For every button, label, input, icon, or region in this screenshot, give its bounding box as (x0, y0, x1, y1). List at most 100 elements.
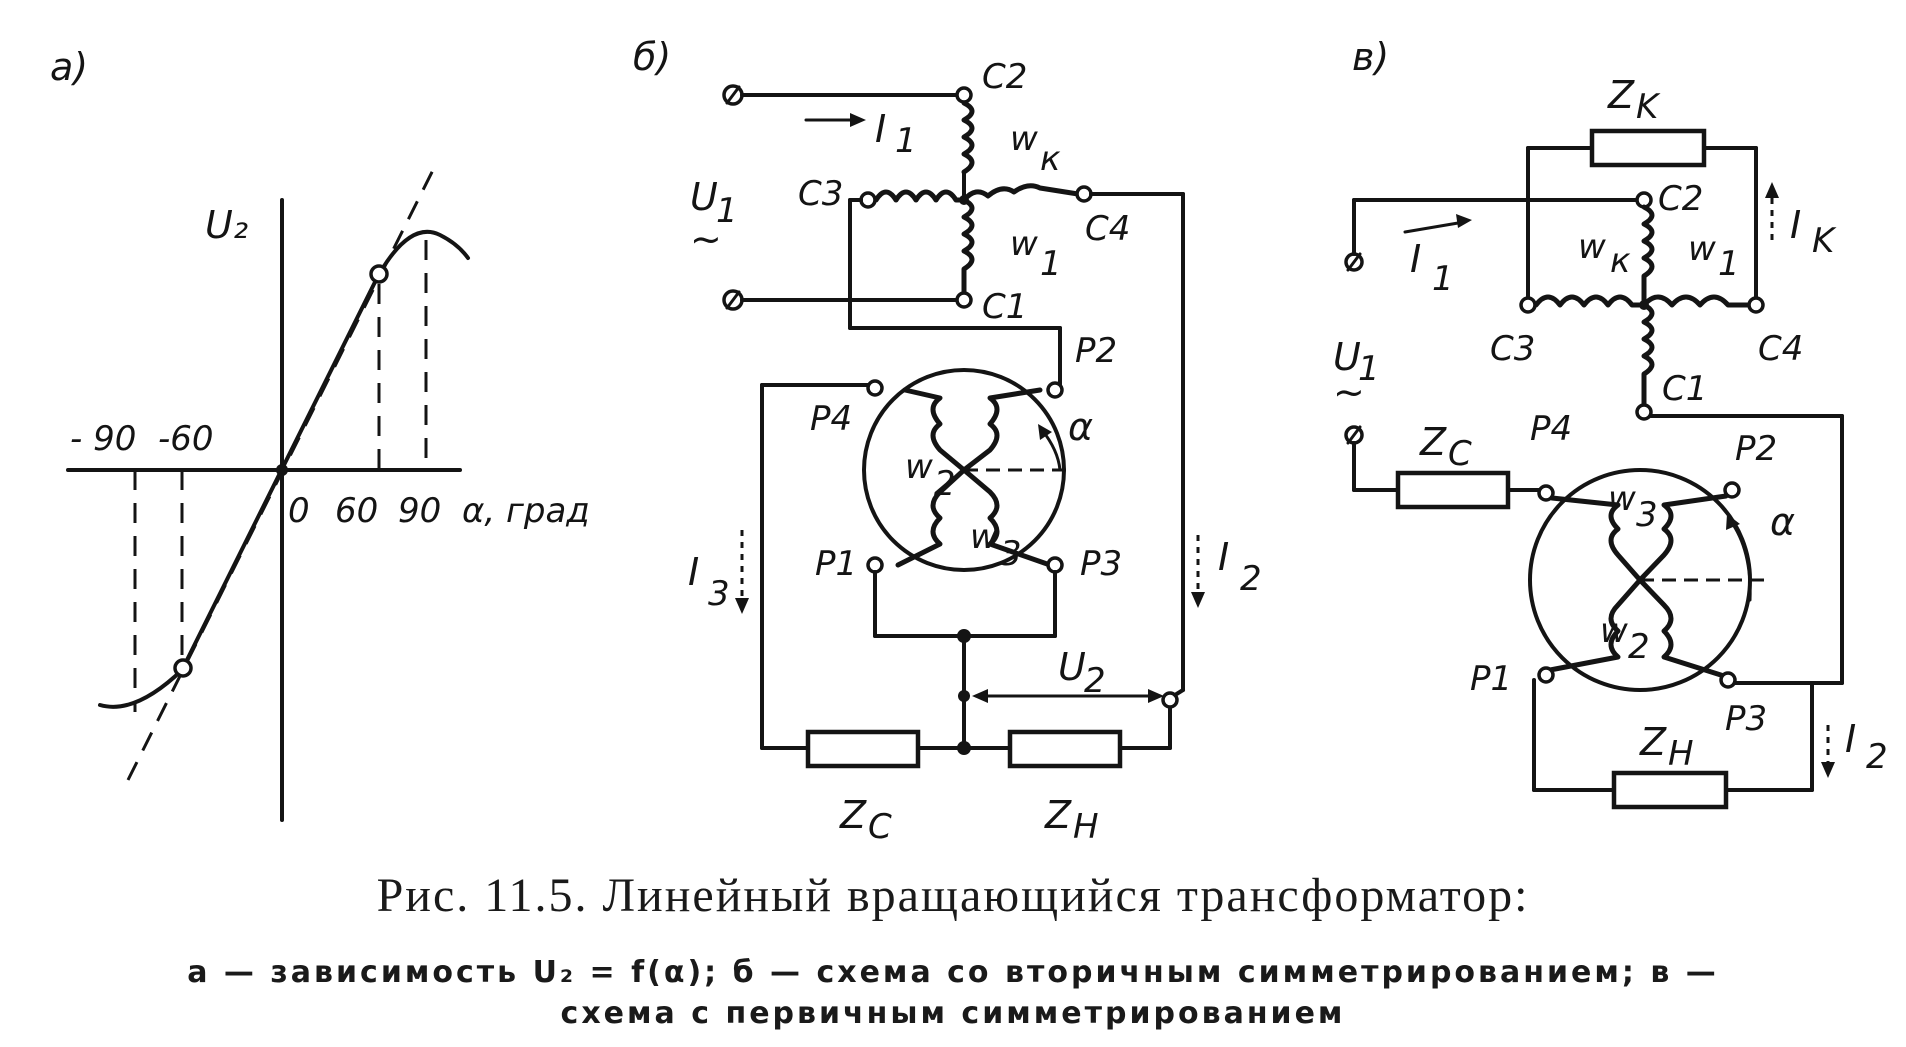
rotor-coil-p3 (961, 467, 1053, 568)
svg-text:P4: P4 (1530, 409, 1572, 449)
panel-b-circuit: б) I 1 U 1 ~ C2 w к C 3 C4 w (633, 35, 1262, 847)
svg-text:к: к (1040, 139, 1061, 179)
v-terminal-p2 (1723, 481, 1741, 499)
svg-text:2: 2 (1628, 627, 1650, 667)
svg-text:~: ~ (690, 217, 722, 261)
figure-caption-line2: схема с первичным симметрированием (560, 996, 1346, 1031)
svg-text:w: w (1578, 227, 1606, 267)
v-rotor-coil-p2 (1637, 493, 1729, 583)
svg-text:U: U (1333, 335, 1361, 379)
coil-w1 (961, 197, 975, 295)
v-coil-w1 (1641, 294, 1751, 308)
svg-text:1: 1 (1718, 244, 1740, 284)
svg-text:I: I (1218, 535, 1229, 579)
svg-text:P4: P4 (810, 399, 852, 439)
svg-text:K: K (1636, 87, 1661, 127)
svg-text:I: I (1845, 717, 1856, 761)
svg-text:C: C (1448, 434, 1472, 474)
svg-text:I: I (1790, 203, 1801, 247)
v-rotor-coil-p3 (1637, 577, 1727, 679)
svg-text:2: 2 (1240, 559, 1262, 599)
tick-minus-60: -60 (158, 419, 214, 459)
svg-text:P2: P2 (1735, 429, 1777, 469)
svg-text:C: C (868, 807, 892, 847)
coil-wk-right (961, 183, 1081, 203)
terminal-p3 (1046, 556, 1064, 574)
svg-text:w: w (1010, 119, 1038, 159)
resistor-zc (805, 729, 921, 769)
terminal-p1 (866, 556, 884, 574)
panel-b-label: б) (633, 35, 671, 79)
svg-text:3: 3 (1636, 495, 1658, 535)
svg-text:1: 1 (895, 121, 917, 161)
svg-text:~: ~ (1333, 370, 1365, 414)
svg-text:I: I (688, 550, 699, 594)
u2-curve (98, 229, 470, 709)
coil-wk (961, 100, 975, 175)
svg-text:C1: C1 (982, 287, 1027, 327)
panel-v-circuit: в) Z K C2 I 1 I K w к w (1333, 35, 1888, 810)
svg-text:P3: P3 (1725, 699, 1767, 739)
svg-text:P2: P2 (1075, 331, 1117, 371)
tick-60: 60 (335, 491, 378, 531)
v-resistor-zc (1395, 470, 1511, 510)
tick-90: 90 (398, 491, 441, 531)
v-terminal-p4 (1537, 484, 1555, 502)
svg-text:H: H (1668, 734, 1694, 774)
output-terminal (1161, 691, 1179, 709)
svg-text:C2: C2 (982, 57, 1027, 97)
panel-a-label: а) (50, 45, 88, 89)
svg-text:Z: Z (1044, 793, 1072, 837)
terminal-p4 (866, 379, 884, 397)
svg-text:α: α (1068, 405, 1093, 449)
svg-text:2: 2 (1084, 661, 1106, 701)
v-coil-c1 (1641, 302, 1655, 408)
coil-w1-left (873, 189, 967, 203)
svg-text:C4: C4 (1085, 209, 1130, 249)
svg-text:1: 1 (1432, 259, 1454, 299)
svg-text:Z: Z (839, 793, 867, 837)
svg-text:C2: C2 (1658, 179, 1703, 219)
svg-text:w: w (905, 447, 933, 487)
v-coil-wk (1641, 204, 1655, 308)
v-terminal-c4 (1747, 296, 1765, 314)
v-terminal-p1 (1537, 666, 1555, 684)
svg-text:α: α (1770, 500, 1795, 544)
terminal-p2 (1046, 381, 1064, 399)
svg-text:1: 1 (1358, 349, 1380, 389)
v-coil-left (1533, 294, 1647, 308)
v-terminal-c3 (1519, 296, 1537, 314)
terminal-c2 (955, 86, 973, 104)
svg-text:Z: Z (1419, 420, 1447, 464)
terminal-c4 (1075, 185, 1093, 203)
svg-text:w: w (970, 517, 998, 557)
svg-text:I: I (875, 107, 886, 151)
svg-text:P1: P1 (1470, 659, 1512, 699)
svg-text:K: K (1812, 221, 1837, 261)
terminal-c1 (955, 291, 973, 309)
svg-text:1: 1 (716, 191, 738, 231)
curve-point-60 (369, 264, 389, 284)
v-terminal-p3 (1719, 671, 1737, 689)
svg-text:U: U (1058, 645, 1086, 689)
resistor-zn (1007, 729, 1123, 769)
v-terminal-c1 (1635, 403, 1653, 421)
svg-text:P1: P1 (815, 544, 857, 584)
tick-minus-90: - 90 (70, 419, 136, 459)
terminal-c3 (859, 191, 877, 209)
svg-text:2: 2 (1866, 737, 1888, 777)
svg-text:w: w (1600, 611, 1628, 651)
svg-text:3: 3 (708, 574, 730, 614)
svg-text:w: w (1688, 229, 1716, 269)
v-resistor-zn (1611, 770, 1729, 810)
figure-caption-line1: а — зависимость U₂ = f(α); б — схема со … (187, 955, 1719, 990)
v-rotor-coil-p1 (1547, 577, 1643, 673)
svg-text:к: к (1610, 241, 1631, 281)
panel-v-label: в) (1352, 35, 1389, 79)
graph-xlabel: α, град (462, 491, 590, 531)
svg-text:w: w (1608, 479, 1636, 519)
figure-caption-title: Рис. 11.5. Линейный вращающийся трансфор… (376, 869, 1530, 922)
graph-ylabel: U₂ (205, 203, 248, 247)
svg-text:C3: C3 (1490, 329, 1535, 369)
